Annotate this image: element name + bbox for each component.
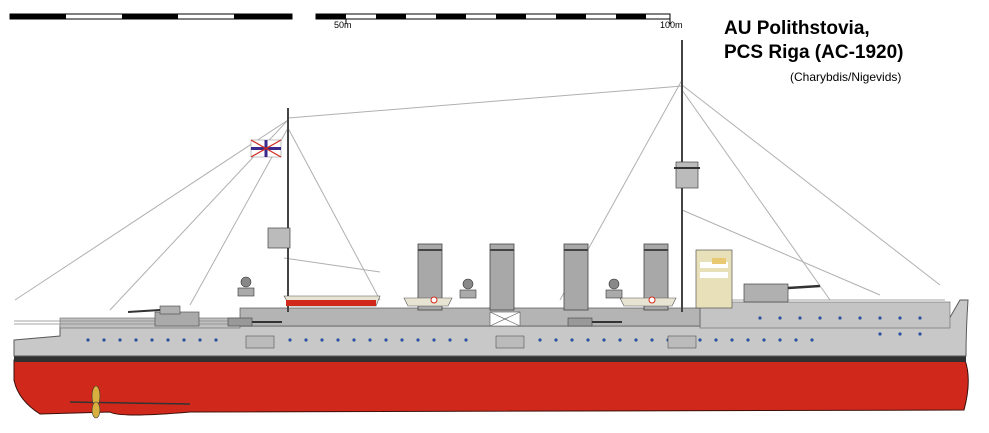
boot-top [14, 356, 966, 362]
rigging [14, 79, 941, 311]
scale-label-100m: 100m [660, 20, 683, 30]
portholes [86, 316, 922, 342]
naval-ensign-flag [250, 139, 282, 158]
searchlights [237, 276, 623, 299]
ship-boats [283, 295, 677, 307]
title-line-2: PCS Riga (AC-1920) [724, 42, 904, 63]
scale-bar-left [9, 13, 293, 20]
masts [267, 40, 700, 312]
hull-lower [13, 359, 969, 416]
scale-bar-right [315, 13, 671, 24]
gun-turrets [127, 283, 821, 327]
title-line-1: AU Polithstovia, [724, 18, 870, 39]
author-credit: (Charybdis/Nigevids) [790, 70, 902, 84]
superstructure-mid [239, 307, 701, 327]
scale-label-50m: 50m [334, 20, 352, 30]
propeller [69, 385, 191, 419]
